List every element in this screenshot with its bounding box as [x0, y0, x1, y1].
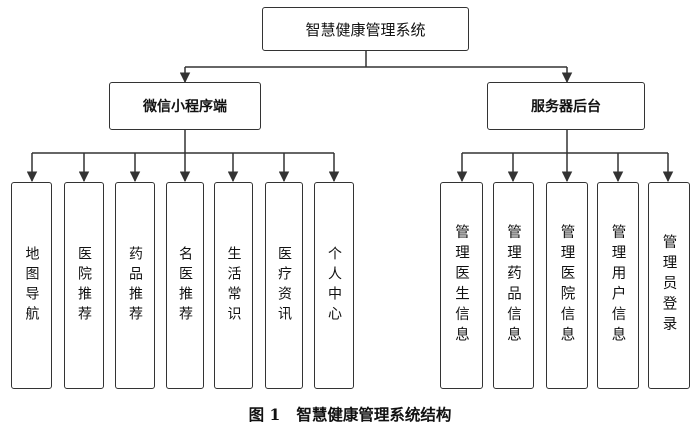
leaf-node-label: 生活常识 [225, 245, 242, 326]
leaf-node-manage-doctor-info: 管理医生信息 [440, 182, 483, 389]
leaf-node-life-knowledge: 生活常识 [214, 182, 253, 389]
branch-node-wechat-miniprogram: 微信小程序端 [109, 82, 261, 130]
leaf-node-label: 医疗资讯 [276, 245, 292, 326]
leaf-node-label: 地图导航 [23, 245, 40, 326]
leaf-node-manage-drug-info: 管理药品信息 [493, 182, 534, 389]
leaf-node-medical-news: 医疗资讯 [265, 182, 303, 389]
leaf-node-label: 名医推荐 [177, 245, 193, 326]
leaf-node-manage-hospital-info: 管理医院信息 [546, 182, 588, 389]
branch-node-server-backend: 服务器后台 [487, 82, 645, 130]
branch-node-label: 服务器后台 [531, 99, 601, 115]
root-node: 智慧健康管理系统 [262, 7, 469, 51]
branch-node-label: 微信小程序端 [143, 99, 227, 115]
leaf-node-label: 药品推荐 [127, 245, 143, 326]
leaf-node-label: 管理员登录 [660, 234, 677, 337]
leaf-node-manage-user-info: 管理用户信息 [597, 182, 639, 389]
leaf-node-label: 管理医生信息 [453, 224, 469, 347]
root-node-label: 智慧健康管理系统 [305, 20, 426, 39]
leaf-node-personal-center: 个人中心 [314, 182, 354, 389]
leaf-node-hospital-recommend: 医院推荐 [64, 182, 104, 389]
leaf-node-drug-recommend: 药品推荐 [115, 182, 155, 389]
leaf-node-label: 管理药品信息 [505, 224, 521, 347]
leaf-node-admin-login: 管理员登录 [648, 182, 690, 389]
leaf-node-map-navigation: 地图导航 [11, 182, 52, 389]
leaf-node-doctor-recommend: 名医推荐 [166, 182, 204, 389]
leaf-node-label: 管理医院信息 [558, 224, 575, 347]
leaf-node-label: 医院推荐 [76, 245, 92, 326]
figure-caption: 图 1 智慧健康管理系统结构 [248, 405, 452, 424]
leaf-node-label: 个人中心 [326, 245, 342, 326]
leaf-node-label: 管理用户信息 [609, 224, 626, 347]
